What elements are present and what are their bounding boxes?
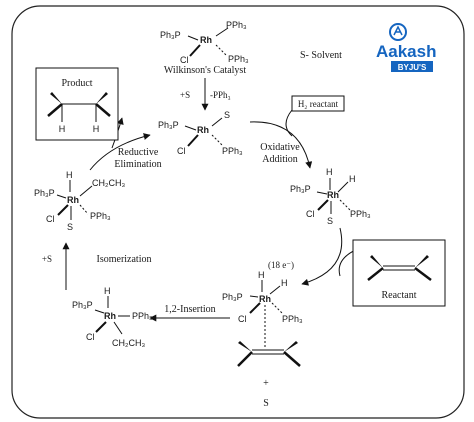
e-ch2ch3: CH₂CH₃: [92, 178, 125, 188]
product-title: Product: [61, 78, 92, 89]
b-s: S: [327, 216, 333, 226]
product-h-left: H: [59, 124, 66, 134]
oxidative-line1: Oxidative: [260, 142, 300, 153]
b-ph3p: Ph₃P: [290, 184, 311, 194]
plus-s: +S: [180, 90, 190, 100]
e-cl: Cl: [46, 214, 55, 224]
h2-entry-curve: [285, 109, 293, 137]
minus-pph3: -PPh₃: [210, 90, 231, 100]
c-h-top: H: [258, 270, 265, 280]
e-h: H: [66, 170, 73, 180]
reactant-box: Reactant: [352, 239, 446, 307]
d-ph3p: Ph₃P: [72, 300, 93, 310]
b-pph3: PPh₃: [350, 209, 371, 219]
species-a: Ph₃P Rh S Cl PPh₃: [158, 110, 243, 156]
wilk-cl: Cl: [180, 55, 189, 65]
reductive-elimination-arrow: [89, 133, 151, 171]
outer-frame: [11, 5, 465, 419]
solvent-note: S- Solvent: [300, 50, 342, 61]
insertion-label: 1,2-Insertion: [164, 304, 215, 315]
d-pph3: PPh₃: [132, 311, 153, 321]
d-ch2ch3: CH₂CH₃: [112, 338, 145, 348]
c-plus: +: [263, 378, 269, 389]
e-ph3p: Ph₃P: [34, 188, 55, 198]
b-h-top: H: [326, 167, 333, 177]
oxidative-line2: Addition: [262, 154, 298, 165]
species-d: Ph₃P H Rh PPh₃ Cl CH₂CH₃: [72, 286, 153, 348]
c-h-right: H: [281, 278, 288, 288]
reductive-line1: Reductive: [118, 147, 159, 158]
species-e: Ph₃P H Rh CH₂CH₃ Cl PPh₃ S: [34, 170, 125, 232]
reductive-line2: Elimination: [114, 159, 161, 170]
isomerization-label: Isomerization: [97, 254, 152, 265]
a-cl: Cl: [177, 146, 186, 156]
plus-s-left: +S: [42, 254, 52, 264]
a-pph3: PPh₃: [222, 146, 243, 156]
product-h-right: H: [93, 124, 100, 134]
c-ph3p: Ph₃P: [222, 292, 243, 302]
wilk-ph3p: Ph₃P: [160, 30, 181, 40]
c-s: S: [263, 398, 269, 409]
product-box: Product H H: [35, 67, 119, 141]
wilk-caption: Wilkinson's Catalyst: [164, 65, 246, 76]
species-c: (18 e⁻) Ph₃P H H Rh Cl PPh₃ + S: [222, 260, 303, 409]
b-cl: Cl: [306, 209, 315, 219]
species-b: Ph₃P H H Rh Cl PPh₃ S: [290, 167, 371, 226]
a-s: S: [224, 110, 230, 120]
wilk-pph3-bottom: PPh₃: [228, 54, 249, 64]
c-cl: Cl: [238, 314, 247, 324]
alkene-coordination-arrow: [301, 227, 343, 286]
aakash-emblem-icon: [389, 23, 407, 41]
wilkinson-catalyst: Ph₃P Rh PPh₃ PPh₃ Cl Wilkinson's Catalys…: [160, 20, 249, 76]
c-electron-count: (18 e⁻): [268, 260, 294, 270]
logo-sub: BYJU'S: [398, 63, 427, 72]
oxidative-addition-arrow: [249, 121, 313, 169]
d-h: H: [104, 286, 111, 296]
wilk-pph3-top: PPh₃: [226, 20, 247, 30]
e-rh: Rh: [67, 195, 79, 205]
logo-brand: Aakash: [376, 42, 436, 61]
h2-box: [291, 95, 345, 112]
e-s: S: [67, 222, 73, 232]
d-rh: Rh: [104, 311, 116, 321]
b-rh: Rh: [327, 190, 339, 200]
b-h-right: H: [349, 174, 356, 184]
c-rh: Rh: [259, 294, 271, 304]
h2-label: H₂ reactant: [298, 99, 339, 109]
c-pph3: PPh₃: [282, 314, 303, 324]
d-cl: Cl: [86, 332, 95, 342]
a-rh: Rh: [197, 125, 209, 135]
aakash-logo: Aakash BYJU'S: [376, 23, 436, 72]
a-ph3p: Ph₃P: [158, 120, 179, 130]
wilk-rh: Rh: [200, 35, 212, 45]
reactant-label: Reactant: [382, 290, 417, 301]
e-pph3: PPh₃: [90, 211, 111, 221]
logo-sub-bar: [391, 61, 433, 72]
